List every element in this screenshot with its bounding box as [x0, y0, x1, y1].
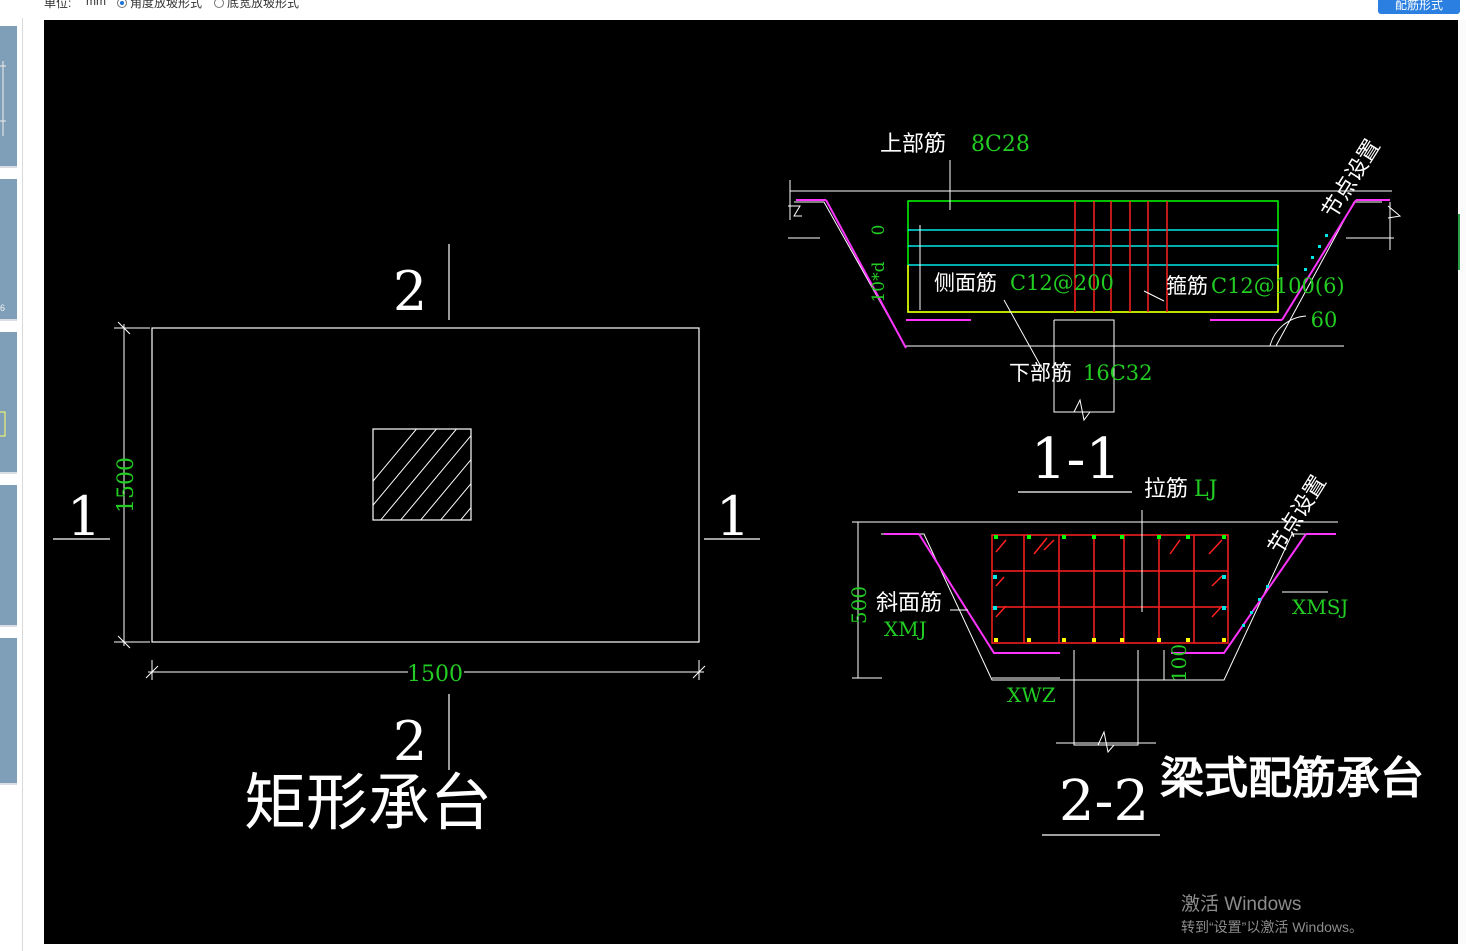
section-2-2: 500 100 — [847, 471, 1424, 836]
tie-value: LJ — [1194, 477, 1217, 502]
scroll-marker[interactable] — [1458, 214, 1466, 270]
cad-drawing: 1500 1500 2 2 1 1 矩形承台 — [53, 132, 1424, 839]
thumbnail-mark: 6 — [0, 303, 6, 313]
vertical-scrollbar[interactable] — [1458, 20, 1466, 944]
dim-500: 500 — [847, 586, 871, 624]
thumbnail-drawing-icon — [0, 411, 6, 437]
watermark-line2: 转到“设置”以激活 Windows。 — [1181, 919, 1364, 935]
dim-10d: 10*d — [869, 261, 889, 302]
radio-bottom-width-slope[interactable]: 底宽放坡形式 — [214, 0, 299, 11]
unit-value: mm — [86, 0, 106, 8]
section-mark-2-bottom: 2 — [393, 710, 427, 773]
section-1-1-title: 1-1 — [1031, 427, 1121, 492]
plan-view: 1500 1500 2 2 1 1 矩形承台 — [53, 244, 760, 839]
section-mark-1-right: 1 — [716, 485, 750, 548]
xmsj-label: XMSJ — [1292, 595, 1348, 619]
thumbnail-strip: 6 — [0, 18, 22, 951]
section-2-2-title: 2-2 — [1059, 769, 1149, 834]
windows-activation-watermark: 激活 Windows 转到“设置”以激活 Windows。 — [1181, 893, 1363, 937]
radio-unselected-icon[interactable] — [214, 0, 224, 8]
thumbnail-item[interactable] — [0, 638, 17, 785]
thumbnail-item[interactable]: 6 — [0, 179, 17, 321]
top-rebar-value: 8C28 — [971, 132, 1030, 157]
dim-100: 100 — [1167, 644, 1191, 682]
bottom-rebar-value: 16C32 — [1083, 361, 1153, 385]
dim-zero: 0 — [869, 225, 889, 236]
beam-cap-caption: 梁式配筋承台 — [1160, 753, 1424, 804]
side-rebar-label: 侧面筋 — [934, 271, 997, 295]
plan-title: 矩形承台 — [244, 766, 492, 839]
slope-rebar-value: XMJ — [884, 617, 927, 641]
thumbnail-item[interactable] — [0, 485, 17, 627]
radio-bottom-width-slope-label: 底宽放坡形式 — [227, 0, 300, 10]
slope-rebar-label: 斜面筋 — [876, 591, 942, 616]
unit-label: 单位: — [44, 0, 72, 10]
rebar-config-button[interactable]: 配筋形式 — [1378, 0, 1460, 14]
slope-dots — [1304, 234, 1328, 271]
column-section — [372, 428, 472, 521]
strip-divider — [22, 18, 23, 951]
top-toolbar: 单位: mm 角度放坡形式 底宽放坡形式 配筋形式 — [0, 0, 1466, 18]
rebar-dots-side — [993, 575, 1269, 627]
section-1-1: 0 10*d 60 上部筋 8C28 侧面筋 C12@200 箍筋 C1 — [788, 132, 1402, 493]
top-rebar-label: 上部筋 — [880, 132, 946, 157]
plan-dim-height: 1500 — [114, 457, 139, 513]
radio-angle-slope[interactable]: 角度放坡形式 — [117, 0, 202, 11]
thumbnail-drawing-icon — [0, 61, 6, 136]
side-rebar-value: C12@200 — [1010, 271, 1114, 295]
watermark-line1: 激活 Windows — [1181, 894, 1302, 915]
radio-selected-icon[interactable] — [117, 0, 127, 8]
angle-60: 60 — [1311, 308, 1338, 332]
radio-angle-slope-label: 角度放坡形式 — [130, 0, 203, 10]
stirrup-label: 箍筋 — [1166, 274, 1208, 298]
section-mark-1-left: 1 — [67, 485, 101, 548]
xwz-label: XWZ — [1007, 683, 1056, 707]
plan-dim-width: 1500 — [407, 662, 463, 687]
pile-cap-outline — [151, 327, 700, 643]
bottom-rebar-label: 下部筋 — [1009, 361, 1072, 385]
column-hatch — [373, 429, 471, 520]
thumbnail-item[interactable] — [0, 332, 17, 474]
node-setting-1[interactable]: 节点设置 — [1318, 135, 1386, 223]
tie-label: 拉筋 — [1144, 477, 1188, 502]
rebar-grid-2-2 — [991, 534, 1229, 644]
rebar-dots-bottom — [994, 638, 1226, 642]
cad-canvas[interactable]: 1500 1500 2 2 1 1 矩形承台 — [44, 20, 1458, 944]
stirrup-value: C12@100(6) — [1211, 274, 1345, 298]
thumbnail-item[interactable] — [0, 26, 17, 168]
rebar-dots-top — [994, 535, 1226, 539]
section-mark-2-top: 2 — [393, 260, 427, 323]
